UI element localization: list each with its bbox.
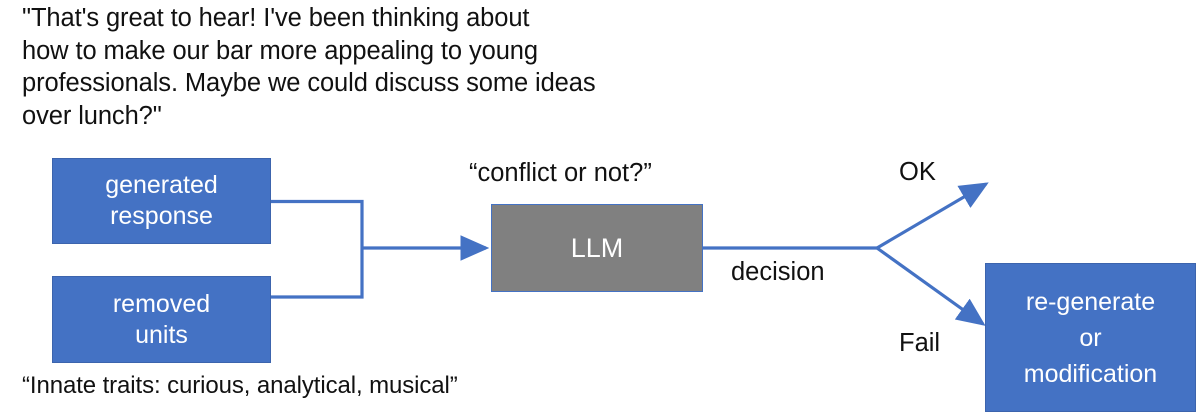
label-branch-fail: Fail xyxy=(899,329,941,357)
label-decision: decision xyxy=(731,258,825,286)
label-branch-ok: OK xyxy=(899,158,936,186)
bottom-quote-text: “Innate traits: curious, analytical, mus… xyxy=(22,372,458,399)
box-generated-response: generated response xyxy=(52,158,271,244)
merge-bracket-connector xyxy=(271,199,490,299)
label-conflict-or-not: “conflict or not?” xyxy=(469,159,652,187)
top-quote-text: "That's great to hear! I've been thinkin… xyxy=(22,4,596,130)
box-llm: LLM xyxy=(491,204,703,292)
ok-branch-arrow xyxy=(876,182,989,250)
fail-branch-arrow xyxy=(876,246,986,326)
box-removed-units: removed units xyxy=(52,276,271,363)
box-regenerate-or-modification: re-generate or modification xyxy=(985,263,1196,412)
